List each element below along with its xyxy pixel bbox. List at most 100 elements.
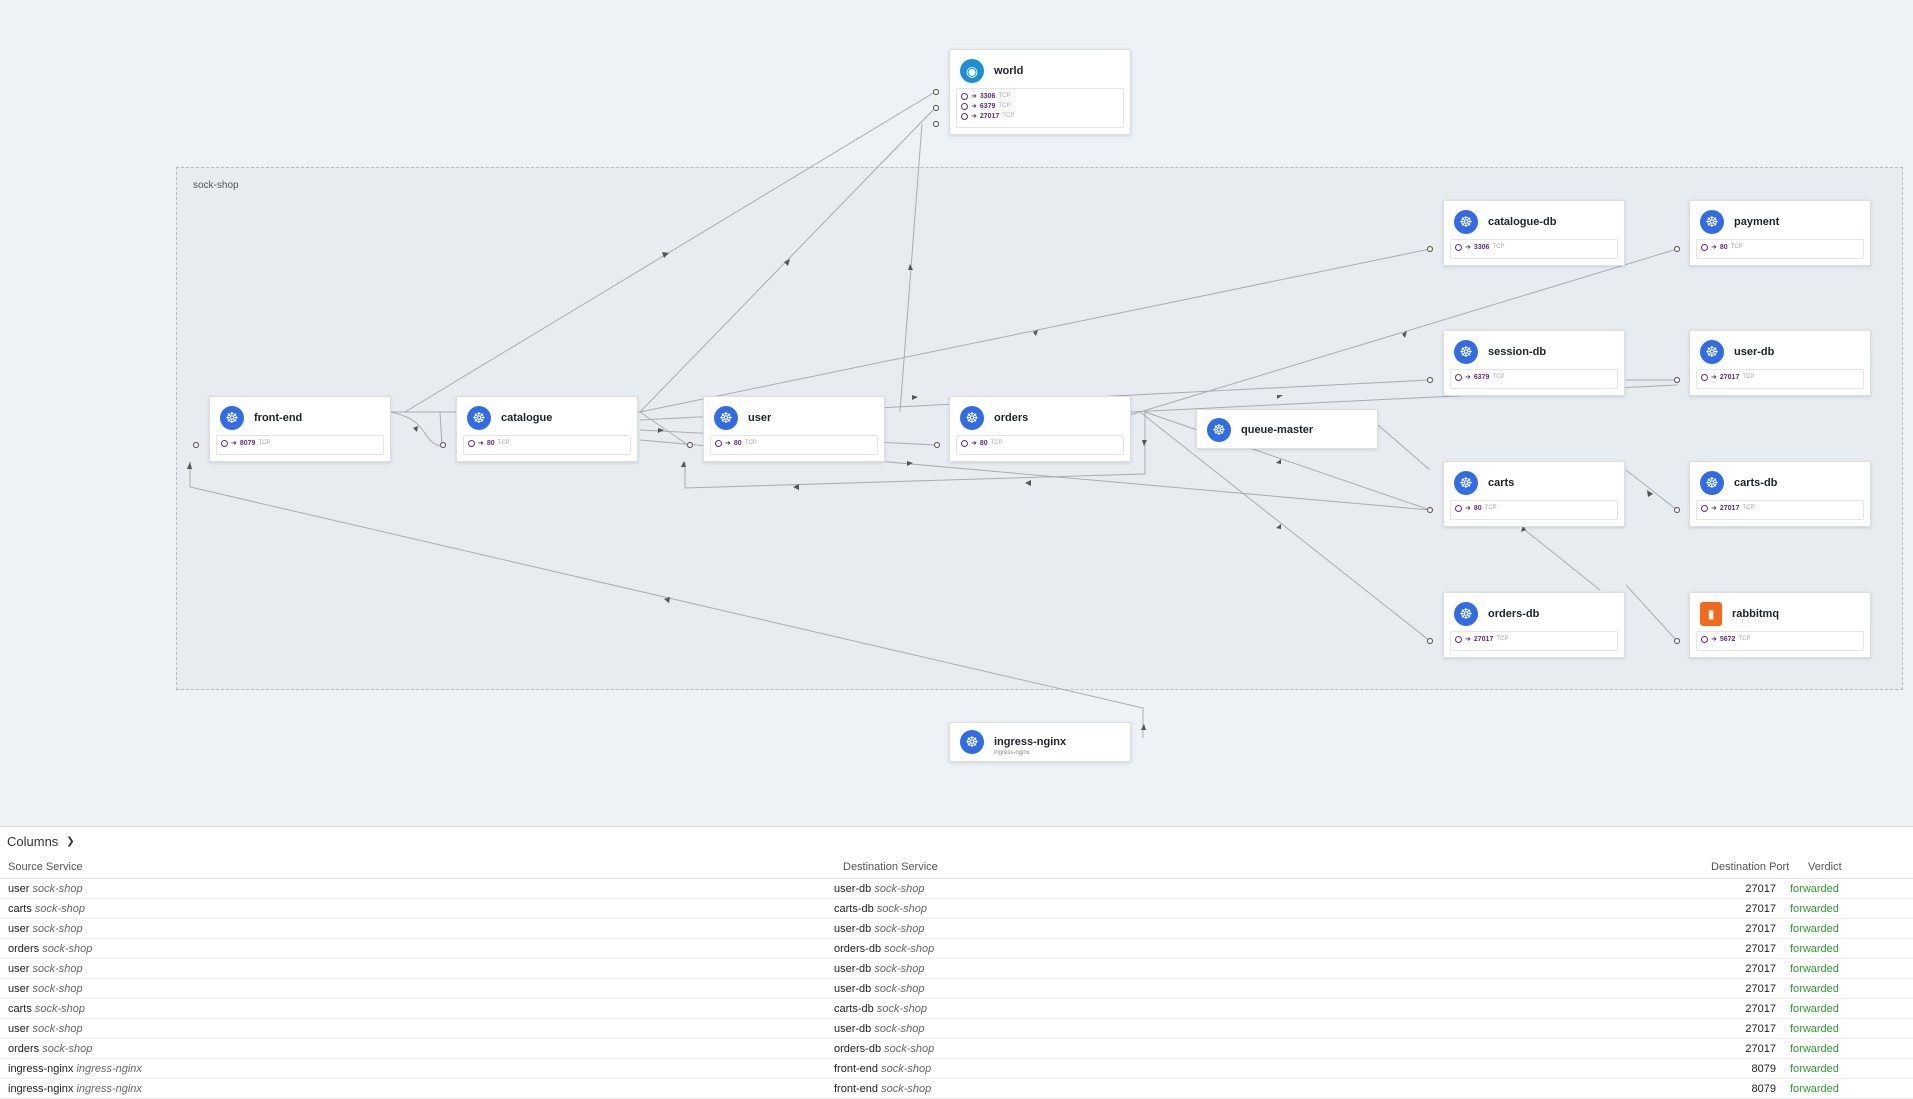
edge-ingress-frontend (189, 462, 1144, 738)
edge-rabbit-carts (1524, 529, 1601, 591)
conn-cartsdb (1673, 506, 1681, 514)
kubernetes-icon: ☸ (467, 406, 491, 430)
header-divider (0, 878, 1913, 879)
arrow-11 (1276, 459, 1281, 464)
edge-catalogue-cataloguedb (639, 248, 1431, 413)
cell-port: 27017 (1745, 883, 1776, 895)
node-title: catalogue-db (1488, 216, 1557, 228)
arrow-18 (664, 597, 670, 603)
header-verdict[interactable]: Verdict (1808, 861, 1842, 873)
kubernetes-icon: ☸ (960, 730, 984, 754)
arrow-17 (1521, 526, 1526, 532)
cell-verdict: forwarded (1790, 963, 1839, 975)
cell-port: 27017 (1745, 1023, 1776, 1035)
service-map-canvas[interactable]: sock-shop (0, 0, 1913, 826)
node-title: carts (1488, 477, 1515, 489)
edges-layer (187, 88, 1681, 738)
cell-verdict: forwarded (1790, 1003, 1839, 1015)
cell-verdict: forwarded (1790, 883, 1839, 895)
columns-button-label: Columns (7, 834, 59, 849)
arrow-15 (1276, 524, 1281, 529)
header-destination-port[interactable]: Destination Port (1711, 861, 1790, 873)
edge-orders-ordersdb (1139, 411, 1431, 642)
cell-verdict: forwarded (1790, 923, 1839, 935)
columns-button[interactable]: Columns ❯ (7, 834, 75, 849)
node-title: ingress-nginx (994, 736, 1067, 748)
node-ingress-nginx[interactable]: ☸ ingress-nginx ingress-nginx (949, 722, 1131, 762)
cell-destination: carts-db sock-shop (834, 1003, 927, 1015)
conn-user (686, 441, 694, 449)
edge-carts-cartsdb (1625, 469, 1678, 511)
node-title: carts-db (1734, 477, 1778, 489)
cell-destination: orders-db sock-shop (834, 943, 935, 955)
cell-port: 27017 (1745, 1043, 1776, 1055)
kubernetes-icon: ☸ (960, 406, 984, 430)
edge-catalogue-world (639, 107, 936, 413)
conn-world-2 (932, 104, 940, 112)
cell-port: 27017 (1745, 923, 1776, 935)
cell-destination: user-db sock-shop (834, 983, 925, 995)
arrow-19 (187, 462, 192, 469)
edge-frontend-catalogue-b (389, 411, 441, 447)
conn-catalogue (439, 441, 447, 449)
cell-verdict: forwarded (1790, 943, 1839, 955)
conn-world-3 (932, 120, 940, 128)
conn-carts (1426, 506, 1434, 514)
cell-source: user sock-shop (8, 883, 83, 895)
cell-destination: user-db sock-shop (834, 1023, 925, 1035)
node-title: catalogue (501, 412, 553, 424)
node-title: queue-master (1241, 424, 1314, 436)
arrow-20 (1141, 724, 1146, 730)
node-title: rabbitmq (1732, 608, 1780, 620)
arrow-21 (413, 426, 418, 432)
cell-verdict: forwarded (1790, 1063, 1839, 1075)
cell-source: carts sock-shop (8, 1003, 86, 1015)
cell-port: 8079 (1751, 1083, 1776, 1095)
globe-icon: ◉ (960, 59, 984, 83)
kubernetes-icon: ☸ (1454, 602, 1478, 626)
cell-destination: user-db sock-shop (834, 963, 925, 975)
arrow-1 (662, 252, 669, 258)
node-title: user (748, 412, 772, 424)
node-queue-master[interactable]: ☸ queue-master (1196, 409, 1378, 449)
edge-rabbit (1625, 584, 1678, 642)
header-destination-service[interactable]: Destination Service (843, 861, 938, 873)
chevron-down-icon: ❯ (66, 836, 75, 847)
node-title: user-db (1734, 346, 1775, 358)
kubernetes-icon: ☸ (1454, 340, 1478, 364)
cell-destination: front-end sock-shop (834, 1083, 932, 1095)
rabbitmq-icon: ▮ (1700, 602, 1722, 626)
header-source-service[interactable]: Source Service (8, 861, 83, 873)
